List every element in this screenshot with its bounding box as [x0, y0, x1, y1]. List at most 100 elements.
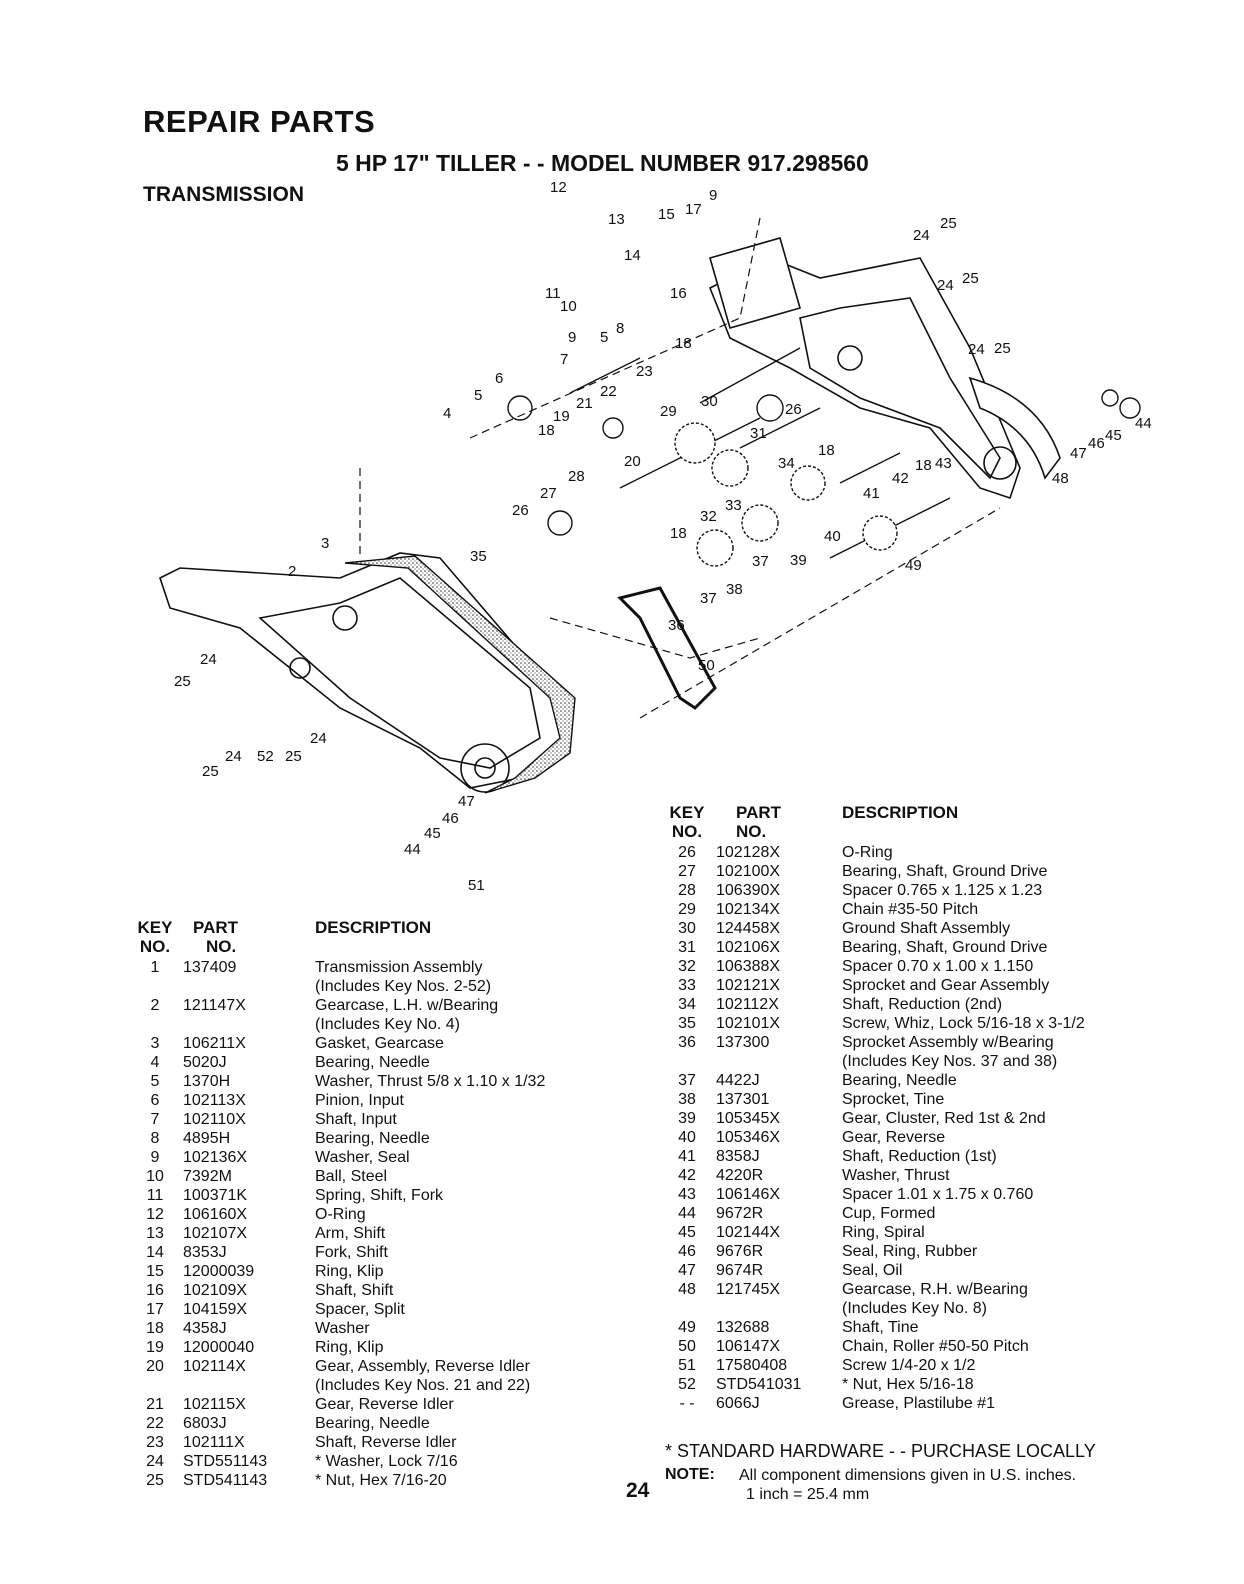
part-description: Grease, Plastilube #1: [842, 1395, 995, 1412]
part-number: 132688: [716, 1319, 770, 1336]
part-description: Fork, Shift: [315, 1244, 388, 1261]
callout-18c: 18: [818, 442, 835, 459]
part-number: 137300: [716, 1034, 770, 1051]
part-number: 6066J: [716, 1395, 760, 1412]
key-number: 21: [146, 1396, 164, 1413]
callout-44: 44: [1135, 415, 1152, 432]
part-description: Chain, Roller #50-50 Pitch: [842, 1338, 1029, 1355]
model-heading: 5 HP 17" TILLER - - MODEL NUMBER 917.298…: [336, 150, 869, 176]
callout-24c: 24: [968, 341, 985, 358]
part-description: Pinion, Input: [315, 1092, 404, 1109]
key-number: 43: [678, 1186, 696, 1203]
part-description: Ball, Steel: [315, 1168, 388, 1185]
key-header-2: NO.: [671, 822, 703, 841]
callout-25d: 25: [174, 673, 191, 690]
callout-26: 26: [785, 401, 802, 418]
key-number: 25: [146, 1472, 164, 1489]
part-description: Gear, Reverse Idler: [315, 1396, 454, 1413]
key-number: 52: [678, 1376, 696, 1393]
part-description: Ground Shaft Assembly: [842, 920, 1011, 937]
part-description: Screw, Whiz, Lock 5/16-18 x 3-1/2: [842, 1015, 1085, 1032]
callout-26b: 26: [512, 502, 529, 519]
key-number: 2: [150, 997, 160, 1014]
part-description: Bearing, Shaft, Ground Drive: [842, 939, 1048, 956]
callout-52: 52: [257, 748, 274, 765]
part-number: 137409: [183, 959, 237, 976]
part-number: 102114X: [183, 1358, 246, 1375]
part-description: Gearcase, R.H. w/Bearing: [842, 1281, 1028, 1298]
part-description: Washer, Thrust 5/8 x 1.10 x 1/32: [315, 1073, 546, 1090]
part-number: 102106X: [716, 939, 781, 956]
key-number: 22: [146, 1415, 164, 1432]
callout-47: 47: [1070, 445, 1087, 462]
key-number: 36: [678, 1034, 696, 1051]
part-description: Spring, Shift, Fork: [315, 1187, 444, 1204]
part-description: Seal, Ring, Rubber: [842, 1243, 978, 1260]
note-text: All component dimensions given in U.S. i…: [739, 1467, 1077, 1484]
callout-15: 15: [658, 206, 675, 223]
key-header-1: KEY: [669, 803, 705, 822]
callout-numbers: 12 13 15 17 9 14 16 11 10 9 5 8 7 18 23 …: [174, 179, 1152, 894]
callout-9b: 9: [568, 329, 576, 346]
key-number: 48: [678, 1281, 696, 1298]
key-number: 35: [678, 1015, 696, 1032]
table-header-right: KEY NO. PART NO. DESCRIPTION: [660, 803, 1180, 843]
callout-24b: 24: [937, 277, 954, 294]
key-number: 19: [146, 1339, 164, 1356]
part-description: Sprocket, Tine: [842, 1091, 945, 1108]
key-number: 39: [678, 1110, 696, 1127]
callout-27: 27: [540, 485, 557, 502]
part-description: Arm, Shift: [315, 1225, 386, 1242]
part-number: 102100X: [716, 863, 781, 880]
callout-20: 20: [624, 453, 641, 470]
callout-45b: 45: [424, 825, 441, 842]
key-number: 7: [150, 1111, 160, 1128]
exploded-parts-diagram: 12 13 15 17 9 14 16 11 10 9 5 8 7 18 23 …: [140, 178, 1160, 898]
key-number: 29: [678, 901, 696, 918]
part-description-continued: (Includes Key No. 4): [315, 1016, 460, 1033]
key-number: 31: [678, 939, 696, 956]
key-number: 24: [146, 1453, 164, 1470]
part-number: 12000039: [183, 1263, 255, 1280]
table-header-left: KEY NO. PART NO. DESCRIPTION: [131, 918, 611, 958]
callout-13: 13: [608, 211, 625, 228]
part-description: O-Ring: [315, 1206, 366, 1223]
key-number: 14: [146, 1244, 164, 1261]
part-number: 102111X: [183, 1434, 245, 1451]
part-description: * Nut, Hex 7/16-20: [315, 1472, 447, 1489]
part-number: 106390X: [716, 882, 781, 899]
table-row: 31 102106X Bearing, Shaft, Ground Drive: [660, 938, 1180, 957]
right-gearcase: [708, 237, 1061, 500]
description-header: DESCRIPTION: [315, 918, 432, 937]
callout-24e: 24: [310, 730, 327, 747]
part-description: Sprocket and Gear Assembly: [842, 977, 1050, 994]
note-conversion: 1 inch = 25.4 mm: [746, 1486, 870, 1503]
part-number: 6803J: [183, 1415, 227, 1432]
part-number: 4422J: [716, 1072, 760, 1089]
key-number: 37: [678, 1072, 696, 1089]
key-number: 1: [150, 959, 160, 976]
part-number: 4220R: [716, 1167, 764, 1184]
